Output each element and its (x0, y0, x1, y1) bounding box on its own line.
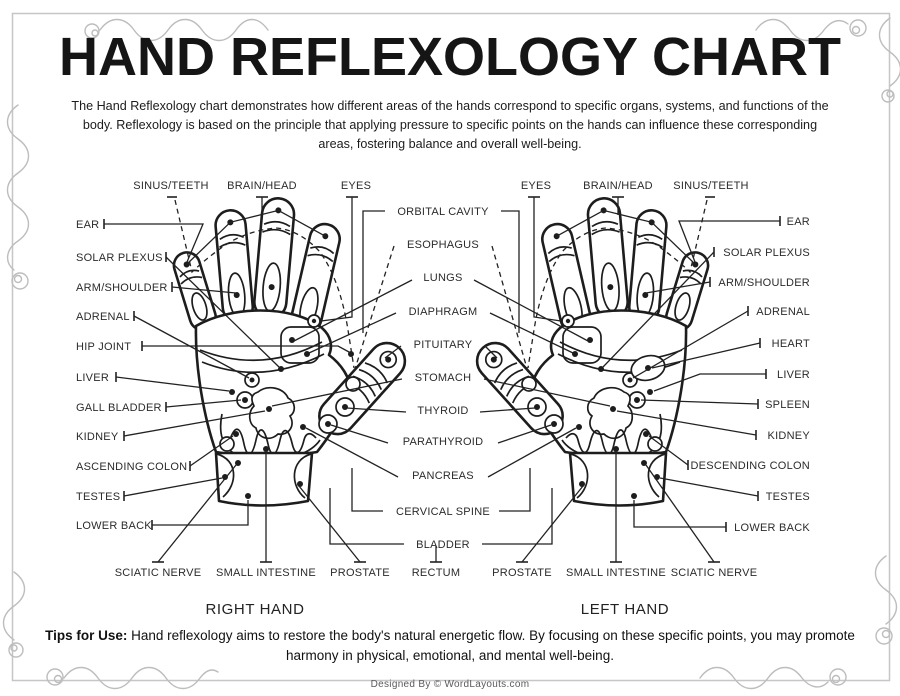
label-kidney-left: KIDNEY (76, 431, 119, 443)
label-eyes-right-hand: EYES (341, 180, 371, 192)
tips-text: Hand reflexology aims to restore the bod… (127, 628, 855, 663)
label-sciatic-nerve-left: SCIATIC NERVE (115, 567, 202, 579)
label-ear-left: EAR (76, 219, 99, 231)
label-arm-shoulder-right: ARM/SHOULDER (718, 277, 810, 289)
label-ear-right: EAR (787, 216, 810, 228)
page-border-frame (11, 12, 891, 682)
diagram-labels: SINUS/TEETH BRAIN/HEAD EYES EYES BRAIN/H… (76, 180, 810, 579)
label-brain-head-right-hand: BRAIN/HEAD (227, 180, 297, 192)
label-descending-colon: DESCENDING COLON (690, 460, 810, 472)
label-kidney-right: KIDNEY (768, 430, 811, 442)
label-orbital-cavity: ORBITAL CAVITY (397, 206, 489, 218)
label-adrenal-right: ADRENAL (756, 306, 810, 318)
label-liver-left: LIVER (76, 372, 109, 384)
intro-paragraph: The Hand Reflexology chart demonstrates … (71, 99, 829, 151)
label-lower-back-left: LOWER BACK (76, 520, 152, 532)
label-ascending-colon: ASCENDING COLON (76, 461, 187, 473)
corner-flourish-bottom-right (699, 555, 898, 690)
label-lower-back-right: LOWER BACK (734, 522, 810, 534)
label-diaphragm: DIAPHRAGM (409, 306, 478, 318)
label-heart: HEART (772, 338, 810, 350)
corner-flourish-top-left (6, 18, 269, 290)
footer-credit: Designed By © WordLayouts.com (370, 679, 530, 690)
label-eyes-left-hand: EYES (521, 180, 551, 192)
label-sciatic-nerve-right: SCIATIC NERVE (671, 567, 758, 579)
label-small-intestine-right: SMALL INTESTINE (566, 567, 666, 579)
label-cervical-spine: CERVICAL SPINE (396, 506, 490, 518)
label-brain-head-left-hand: BRAIN/HEAD (583, 180, 653, 192)
label-stomach: STOMACH (415, 372, 472, 384)
label-sinus-teeth-right-hand: SINUS/TEETH (133, 180, 208, 192)
label-testes-left: TESTES (76, 491, 120, 503)
label-solar-plexus-left: SOLAR PLEXUS (76, 252, 163, 264)
label-thyroid: THYROID (417, 405, 468, 417)
corner-flourish-top-right (755, 17, 900, 103)
label-rectum: RECTUM (412, 567, 461, 579)
left-hand-caption: LEFT HAND (580, 601, 670, 618)
label-solar-plexus-right: SOLAR PLEXUS (723, 247, 810, 259)
label-bladder: BLADDER (416, 539, 470, 551)
tips-for-use: Tips for Use: Hand reflexology aims to r… (45, 626, 855, 665)
hand-illustration (172, 197, 407, 507)
label-parathyroid: PARATHYROID (403, 436, 484, 448)
label-hip-joint: HIP JOINT (76, 341, 131, 353)
label-small-intestine-left: SMALL INTESTINE (216, 567, 316, 579)
label-adrenal-left: ADRENAL (76, 311, 130, 323)
corner-flourish-bottom-left (2, 571, 219, 690)
right-hand-caption: RIGHT HAND (205, 601, 305, 618)
label-liver-right: LIVER (777, 369, 810, 381)
label-prostate-right: PROSTATE (492, 567, 552, 579)
label-testes-right: TESTES (766, 491, 810, 503)
tips-label: Tips for Use: (45, 628, 128, 643)
page-title: HAND REFLEXOLOGY CHART (58, 27, 842, 87)
label-pituitary: PITUITARY (414, 339, 473, 351)
connector-lines (103, 196, 781, 563)
label-sinus-teeth-left-hand: SINUS/TEETH (673, 180, 748, 192)
label-pancreas: PANCREAS (412, 470, 474, 482)
label-gall-bladder: GALL BLADDER (76, 402, 162, 414)
label-esophagus: ESOPHAGUS (407, 239, 479, 251)
label-spleen: SPLEEN (765, 399, 810, 411)
label-arm-shoulder-left: ARM/SHOULDER (76, 282, 168, 294)
label-lungs: LUNGS (423, 272, 462, 284)
left-hand-illustration (468, 195, 713, 507)
label-prostate-left: PROSTATE (330, 567, 390, 579)
